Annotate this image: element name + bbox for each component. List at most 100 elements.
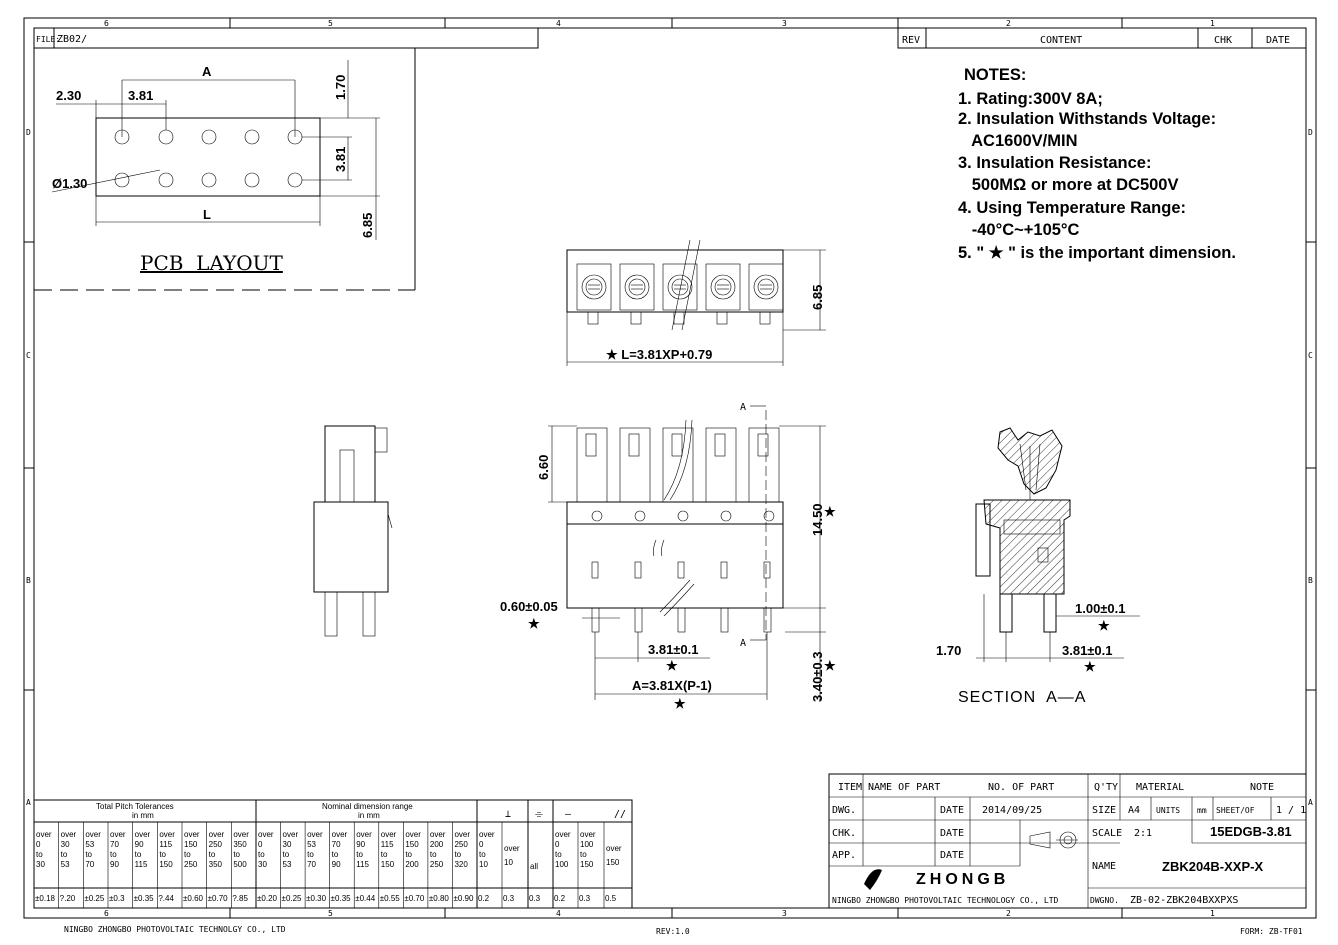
sym-range-4-3: 150: [580, 860, 594, 869]
date-header: DATE: [1266, 35, 1290, 46]
note-line-3: AC1600V/MIN: [958, 132, 1078, 150]
pitch-range-5-2: to: [159, 850, 166, 859]
tb-chk: CHK.: [832, 828, 856, 839]
sym-tolerance-value: 0.5: [605, 894, 617, 903]
zone-left-c: C: [26, 351, 31, 360]
nominal-range-4-0: over: [356, 830, 372, 839]
pcb-dim-381v: 3.81: [333, 147, 348, 172]
pitch-range-2-3: 70: [85, 860, 94, 869]
nominal-tolerance-value: ±0.44: [355, 894, 376, 903]
pcb-dim-685: 6.85: [360, 213, 375, 238]
nominal-header: Nominal dimension range: [322, 802, 413, 811]
tb-dwg: DWG.: [832, 805, 856, 816]
pitch-range-2-1: 53: [85, 840, 94, 849]
pcb-dim-230: 2.30: [56, 88, 81, 103]
nominal-tolerance-value: ±0.25: [282, 894, 303, 903]
nominal-tolerance-value: ±0.80: [429, 894, 450, 903]
pitch-range-1-3: 53: [61, 860, 70, 869]
nominal-range-3-3: 90: [332, 860, 341, 869]
tb-item: ITEM: [838, 782, 862, 793]
tb-dwgno: DWGNO.: [1090, 896, 1119, 905]
tb-qty: Q'TY: [1094, 782, 1118, 793]
zone-bottom-6: 6: [104, 909, 109, 918]
sym-range-0-1: 0: [479, 840, 484, 849]
zone-bottom-2: 2: [1006, 909, 1011, 918]
notes-title: NOTES:: [964, 66, 1026, 84]
note-line-5: 500MΩ or more at DC500V: [958, 176, 1178, 194]
pitch-tolerance-value: ±0.3: [109, 894, 125, 903]
tb-date-value: 2014/09/25: [982, 805, 1042, 816]
pitch-range-6-1: 150: [184, 840, 198, 849]
front-star-a: ★: [674, 696, 686, 711]
front-dim-pin: 0.60±0.05: [500, 599, 558, 614]
nominal-range-5-3: 150: [381, 860, 395, 869]
tb-size: SIZE: [1092, 805, 1116, 816]
front-star-pin: ★: [528, 616, 540, 631]
section-dim-100: 1.00±0.1: [1075, 601, 1126, 616]
tolerance-table: Total Pitch Tolerances in mm Nominal dim…: [33, 799, 633, 909]
nominal-tolerance-value: ±0.30: [306, 894, 327, 903]
pcb-layout-view: A 2.30 3.81 Ø1.30 L 1.70 3.81 6.85 PCB L…: [34, 48, 416, 291]
front-dim-a: A=3.81X(P-1): [632, 678, 712, 693]
nominal-unit: in mm: [358, 811, 380, 820]
nominal-range-6-0: over: [405, 830, 421, 839]
nominal-range-4-2: to: [356, 850, 363, 859]
perpendicular-symbol: ⊥: [505, 809, 511, 820]
title-block: ITEM NAME OF PART NO. OF PART Q'TY MATER…: [828, 773, 1307, 909]
nominal-tolerance-value: ±0.70: [404, 894, 425, 903]
front-dim-340: 3.40±0.3: [810, 651, 825, 702]
note-line-2: 2. Insulation Withstands Voltage:: [958, 110, 1216, 128]
pcb-dim-a: A: [202, 64, 212, 79]
nominal-range-3-1: 70: [332, 840, 341, 849]
nominal-tolerance-value: ±0.35: [331, 894, 352, 903]
zone-top-3: 3: [782, 19, 787, 28]
sym-range-0-0: over: [479, 830, 495, 839]
pitch-range-4-1: 90: [135, 840, 144, 849]
side-view: [313, 425, 393, 637]
zone-top-2: 2: [1006, 19, 1011, 28]
nominal-range-0-0: over: [258, 830, 274, 839]
content-header: CONTENT: [1040, 35, 1082, 46]
zone-top-6: 6: [104, 19, 109, 28]
pitch-range-6-3: 250: [184, 860, 198, 869]
nominal-range-2-2: to: [307, 850, 314, 859]
pitch-range-8-0: over: [233, 830, 249, 839]
pitch-unit: in mm: [132, 811, 154, 820]
sym-range-0-2: to: [479, 850, 486, 859]
tb-chk-date-label: DATE: [940, 828, 964, 839]
sym-range-1-0: over: [504, 844, 520, 853]
tb-note: NOTE: [1250, 782, 1274, 793]
section-dim-381: 3.81±0.1: [1062, 643, 1113, 658]
pitch-range-8-1: 350: [233, 840, 247, 849]
note-line-8: 5. " ★ " is the important dimension.: [958, 244, 1236, 262]
pitch-range-0-3: 30: [36, 860, 45, 869]
nominal-range-8-3: 320: [454, 860, 468, 869]
zone-right-a: A: [1308, 798, 1313, 807]
pitch-range-0-0: over: [36, 830, 52, 839]
front-star-340: ★: [824, 658, 836, 673]
front-section-mark-top: A: [740, 402, 746, 413]
chk-header: CHK: [1214, 35, 1232, 46]
parallel-symbol: //: [614, 809, 626, 820]
section-star-381: ★: [1084, 659, 1096, 674]
pitch-range-7-2: to: [209, 850, 216, 859]
tb-no-of-part: NO. OF PART: [988, 782, 1054, 793]
pcb-dim-170: 1.70: [333, 75, 348, 100]
tb-scale-value: 2:1: [1134, 828, 1152, 839]
sym-tolerance-value: 0.2: [478, 894, 490, 903]
pitch-range-8-2: to: [233, 850, 240, 859]
pcb-dim-l: L: [203, 207, 211, 222]
nominal-range-5-0: over: [381, 830, 397, 839]
pitch-tolerance-value: ±0.60: [183, 894, 204, 903]
rev-header: REV: [902, 35, 920, 46]
sym-range-3-2: to: [555, 850, 562, 859]
pitch-range-4-2: to: [135, 850, 142, 859]
pitch-range-3-1: 70: [110, 840, 119, 849]
pitch-range-3-0: over: [110, 830, 126, 839]
nominal-range-3-2: to: [332, 850, 339, 859]
pitch-header: Total Pitch Tolerances: [96, 802, 174, 811]
pitch-range-5-0: over: [159, 830, 175, 839]
top-dim-685: 6.85: [810, 285, 825, 310]
tb-name-value: ZBK204B-XXP-X: [1162, 859, 1263, 874]
zone-bottom-1: 1: [1210, 909, 1215, 918]
